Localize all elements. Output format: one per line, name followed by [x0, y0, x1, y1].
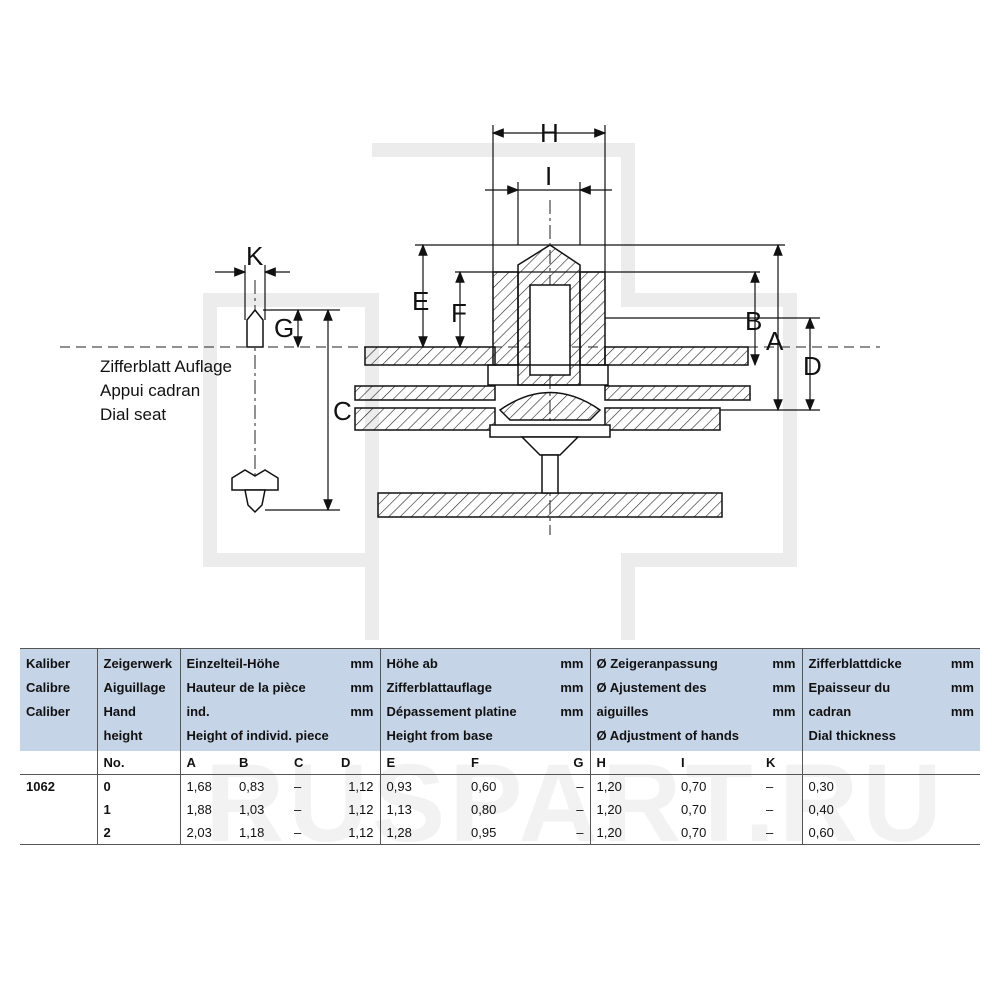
col-f: F: [471, 755, 479, 770]
cell-g: –: [576, 802, 584, 817]
cell-dial-thickness: 0,30: [801, 774, 980, 798]
cell-e: 1,28: [379, 821, 465, 845]
col-a: A: [179, 751, 233, 775]
label-d: D: [803, 351, 822, 381]
label-g: G: [274, 313, 294, 343]
plates: [354, 346, 751, 518]
cell-no: 0: [96, 774, 180, 798]
cell-h: 1,20: [589, 821, 675, 845]
label-e: E: [412, 286, 429, 316]
cell-dial-thickness: 0,60: [801, 821, 980, 845]
cell-d: 1,12: [348, 825, 374, 840]
cell-i: 0,70: [681, 825, 707, 840]
cell-b: 0,83: [239, 779, 265, 794]
cell-a: 1,88: [179, 798, 233, 821]
cell-h: 1,20: [589, 798, 675, 821]
cell-k: –: [766, 779, 774, 794]
label-i: I: [545, 161, 552, 191]
label-c: C: [333, 396, 352, 426]
cell-f: 0,95: [471, 825, 497, 840]
cell-g: –: [576, 825, 584, 840]
caliber-cell: [20, 798, 97, 821]
caliber-cell: [20, 821, 97, 845]
cell-e: 0,93: [379, 774, 465, 798]
hand-detail: [231, 308, 279, 514]
col-h: H: [589, 751, 675, 775]
cell-h: 1,20: [589, 774, 675, 798]
label-h: H: [540, 118, 559, 148]
cell-f: 0,60: [471, 779, 497, 794]
col-d: D: [341, 755, 351, 770]
cell-g: –: [576, 779, 584, 794]
cell-a: 2,03: [179, 821, 233, 845]
cell-d: 1,12: [348, 802, 374, 817]
col-i: I: [681, 755, 685, 770]
col-g: G: [573, 755, 584, 770]
label-k: K: [246, 241, 264, 271]
dimension-labels: H I K E F G B A D C: [246, 118, 822, 426]
col-k: K: [766, 755, 776, 770]
cell-e: 1,13: [379, 798, 465, 821]
col-b: B: [239, 755, 249, 770]
dial-seat-label-en: Dial seat: [100, 405, 167, 424]
cell-c: –: [294, 825, 302, 840]
cell-k: –: [766, 802, 774, 817]
cell-i: 0,70: [681, 802, 707, 817]
cell-k: –: [766, 825, 774, 840]
col-e: E: [379, 751, 465, 775]
dial-seat-label-fr: Appui cadran: [100, 381, 201, 400]
technical-drawing: H I K E F G B A D C: [60, 118, 880, 640]
cell-no: 2: [96, 821, 180, 845]
cell-c: –: [294, 779, 302, 794]
col-no: No.: [96, 751, 180, 775]
dial-seat-label-de: Zifferblatt Auflage: [100, 357, 232, 376]
label-a: A: [766, 326, 784, 356]
label-b: B: [745, 306, 762, 336]
cell-no: 1: [96, 798, 180, 821]
dimension-lines: [215, 125, 820, 512]
cell-c: –: [294, 802, 302, 817]
cell-i: 0,70: [681, 779, 707, 794]
cell-f: 0,80: [471, 802, 497, 817]
cell-dial-thickness: 0,40: [801, 798, 980, 821]
cell-a: 1,68: [179, 774, 233, 798]
col-c: C: [294, 755, 304, 770]
cell-b: 1,03: [239, 802, 265, 817]
table-subheader: No. A B C D E F G H I K: [20, 751, 980, 775]
label-f: F: [451, 298, 467, 328]
cell-b: 1,18: [239, 825, 265, 840]
caliber-cell: 1062: [26, 779, 55, 794]
hand-tube: [487, 244, 609, 421]
cell-d: 1,12: [348, 779, 374, 794]
